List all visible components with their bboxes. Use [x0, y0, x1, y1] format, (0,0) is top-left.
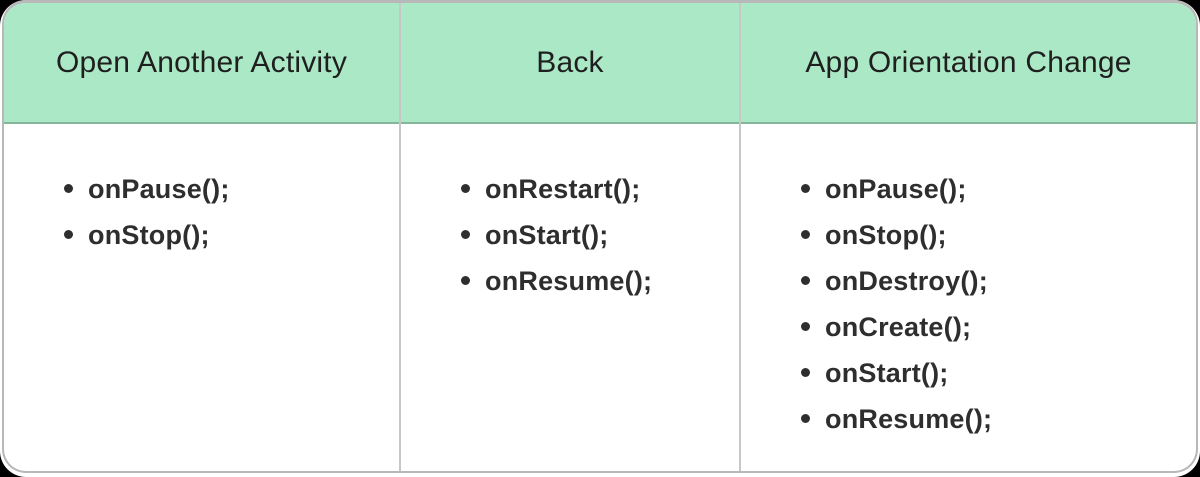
lifecycle-method-list: onPause();onStop(); [4, 166, 399, 258]
lifecycle-method-item: onStart(); [741, 350, 1196, 396]
lifecycle-method-item: onPause(); [741, 166, 1196, 212]
column-header: Back [401, 3, 739, 124]
lifecycle-method-item: onRestart(); [401, 166, 739, 212]
lifecycle-method-list: onPause();onStop();onDestroy();onCreate(… [741, 166, 1196, 442]
column-header: App Orientation Change [741, 3, 1196, 124]
column-header: Open Another Activity [4, 3, 399, 124]
lifecycle-method-item: onResume(); [401, 258, 739, 304]
table-column-2: Back onRestart();onStart();onResume(); [401, 3, 741, 471]
table-column-1: Open Another Activity onPause();onStop()… [4, 3, 401, 471]
lifecycle-method-item: onDestroy(); [741, 258, 1196, 304]
lifecycle-method-item: onStop(); [4, 212, 399, 258]
table-column-3: App Orientation Change onPause();onStop(… [741, 3, 1196, 471]
lifecycle-method-item: onResume(); [741, 396, 1196, 442]
lifecycle-method-item: onStart(); [401, 212, 739, 258]
lifecycle-method-list: onRestart();onStart();onResume(); [401, 166, 739, 304]
lifecycle-method-item: onPause(); [4, 166, 399, 212]
lifecycle-method-item: onStop(); [741, 212, 1196, 258]
lifecycle-method-item: onCreate(); [741, 304, 1196, 350]
